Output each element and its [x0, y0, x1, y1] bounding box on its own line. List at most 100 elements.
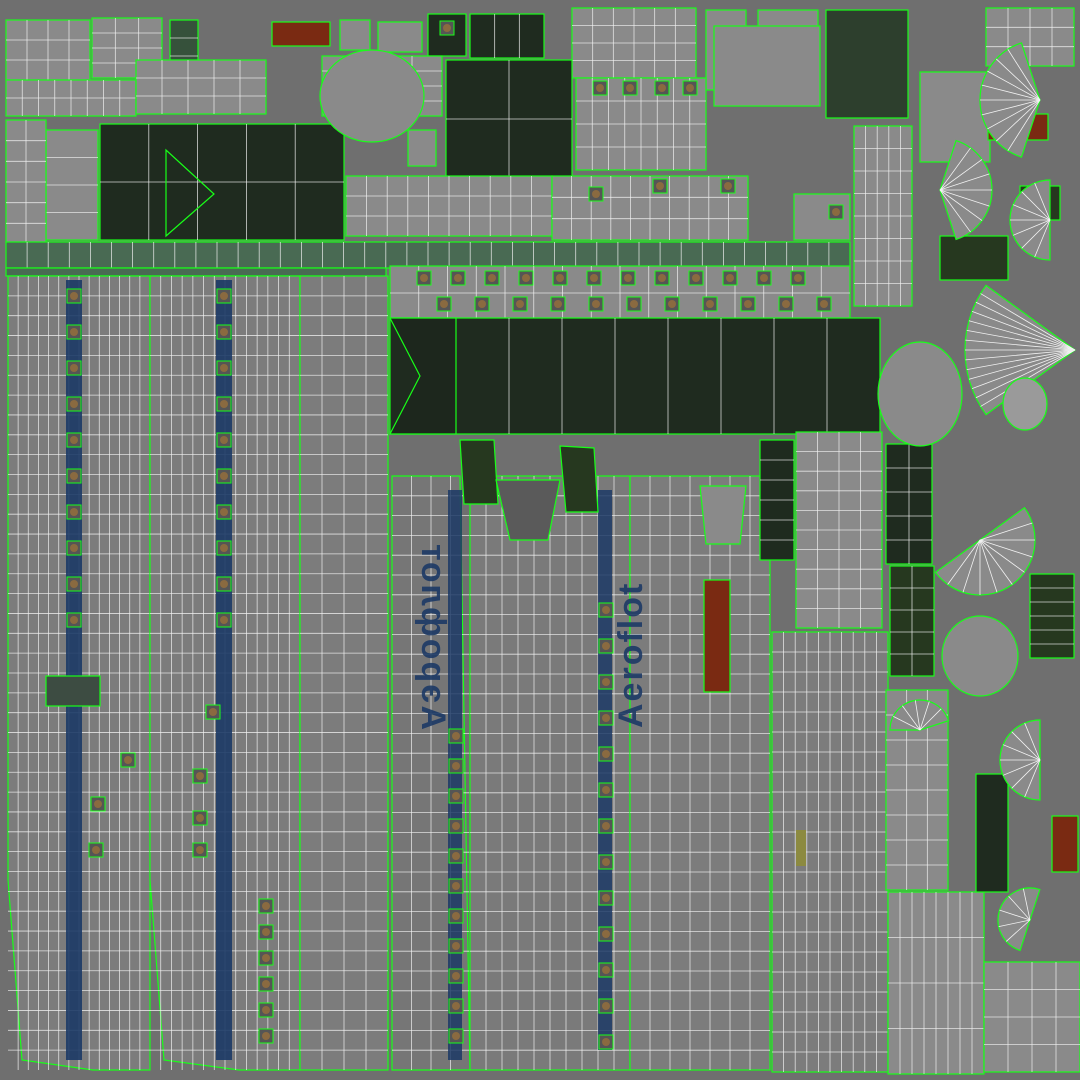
- small-island: [939, 235, 1009, 281]
- bolt-marker: [70, 472, 78, 480]
- bolt-marker: [440, 300, 448, 308]
- bolt-marker: [220, 580, 228, 588]
- fan-island-wire: [1024, 722, 1041, 761]
- stripe: [598, 490, 612, 1050]
- bolt-marker: [70, 364, 78, 372]
- livery-aeroflot-cyrillic: Аэрофлот: [414, 542, 452, 730]
- fan-island-wire: [1002, 744, 1041, 761]
- bolt-marker: [744, 300, 752, 308]
- bolt-marker: [220, 292, 228, 300]
- fan-island-wire: [939, 159, 983, 191]
- fan-island-wire: [971, 310, 1076, 351]
- fan-island-wire: [1008, 895, 1031, 921]
- fan-island-wire: [1007, 49, 1041, 101]
- fan-island-wire: [966, 349, 1076, 371]
- bolt-marker: [554, 300, 562, 308]
- bolt-marker: [724, 182, 732, 190]
- fan-island-wire: [980, 293, 1076, 351]
- bolt-marker: [70, 292, 78, 300]
- bolt-marker: [196, 772, 204, 780]
- bolt-marker: [70, 544, 78, 552]
- wing-panel: [389, 317, 881, 435]
- bolt-marker: [124, 756, 132, 764]
- bolt-marker: [602, 1002, 610, 1010]
- bolt-marker: [478, 300, 486, 308]
- bolt-marker: [452, 762, 460, 770]
- bolt-marker: [602, 750, 610, 758]
- bolt-marker: [782, 300, 790, 308]
- bolt-marker: [220, 508, 228, 516]
- fan-island-wire: [1002, 759, 1041, 776]
- small-island: [45, 675, 101, 707]
- bolt-marker: [454, 274, 462, 282]
- wood-panel: [271, 21, 331, 47]
- fan-island-wire: [1011, 759, 1041, 789]
- fan-island-wire: [947, 539, 981, 585]
- wedge-island: [495, 479, 561, 541]
- bolt-marker: [196, 846, 204, 854]
- bolt-marker: [70, 328, 78, 336]
- bolt-marker: [220, 364, 228, 372]
- fan-island-wire: [893, 716, 921, 731]
- fan-island-wire: [968, 320, 1076, 351]
- bolt-marker: [262, 954, 270, 962]
- fan-island-wire: [965, 349, 1076, 361]
- bolt-marker: [452, 912, 460, 920]
- bolt-marker: [220, 400, 228, 408]
- bolt-marker: [692, 274, 700, 282]
- fan-island-wire: [987, 70, 1041, 101]
- bolt-marker: [832, 208, 840, 216]
- fan-island-wire: [995, 99, 1041, 142]
- fan-island-wire: [902, 705, 921, 731]
- dark-panel: [975, 773, 1009, 893]
- bolt-marker: [626, 84, 634, 92]
- fan-island-wire: [971, 349, 1076, 390]
- fan-island-wire: [1012, 204, 1051, 221]
- top-island: [469, 13, 545, 59]
- fan-island-wire: [975, 349, 1076, 399]
- bolt-marker: [658, 274, 666, 282]
- bolt-marker: [220, 436, 228, 444]
- bolt-marker: [220, 544, 228, 552]
- fan-island-wire: [939, 189, 983, 221]
- fan-island-wire: [1034, 219, 1051, 258]
- fan-island-wire: [962, 539, 981, 593]
- bolt-marker: [452, 1032, 460, 1040]
- bolt-marker: [726, 274, 734, 282]
- bolt-marker: [592, 300, 600, 308]
- bolt-marker: [820, 300, 828, 308]
- bolt-marker: [70, 508, 78, 516]
- fan-island-wire: [998, 919, 1031, 928]
- fan-island-wire: [939, 189, 971, 233]
- bolt-marker: [630, 300, 638, 308]
- bolt-marker: [452, 972, 460, 980]
- bolt-marker: [70, 616, 78, 624]
- bolt-marker: [220, 328, 228, 336]
- bolt-marker: [592, 190, 600, 198]
- bolt-marker: [452, 792, 460, 800]
- bolt-marker: [452, 732, 460, 740]
- bolt-marker: [196, 814, 204, 822]
- bolt-marker: [596, 84, 604, 92]
- top-island: [135, 59, 267, 115]
- bolt-marker: [220, 472, 228, 480]
- bolt-marker: [209, 708, 217, 716]
- wedge-island: [459, 439, 499, 505]
- bolt-marker: [602, 678, 610, 686]
- fan-island: [934, 506, 1036, 596]
- bolt-marker: [602, 786, 610, 794]
- bolt-marker: [452, 942, 460, 950]
- bolt-marker: [262, 928, 270, 936]
- fan-island-wire: [965, 339, 1076, 351]
- round-island: [319, 49, 425, 143]
- dark-panel-wedge: [165, 148, 215, 238]
- fan-island-wire: [1012, 219, 1051, 236]
- bolt-marker: [686, 84, 694, 92]
- fan-island-wire: [987, 99, 1041, 130]
- fan-island-wire: [939, 189, 990, 207]
- livery-aeroflot-latin: Aeroflot: [612, 581, 650, 728]
- bolt-marker: [452, 852, 460, 860]
- wedge-island: [699, 485, 747, 545]
